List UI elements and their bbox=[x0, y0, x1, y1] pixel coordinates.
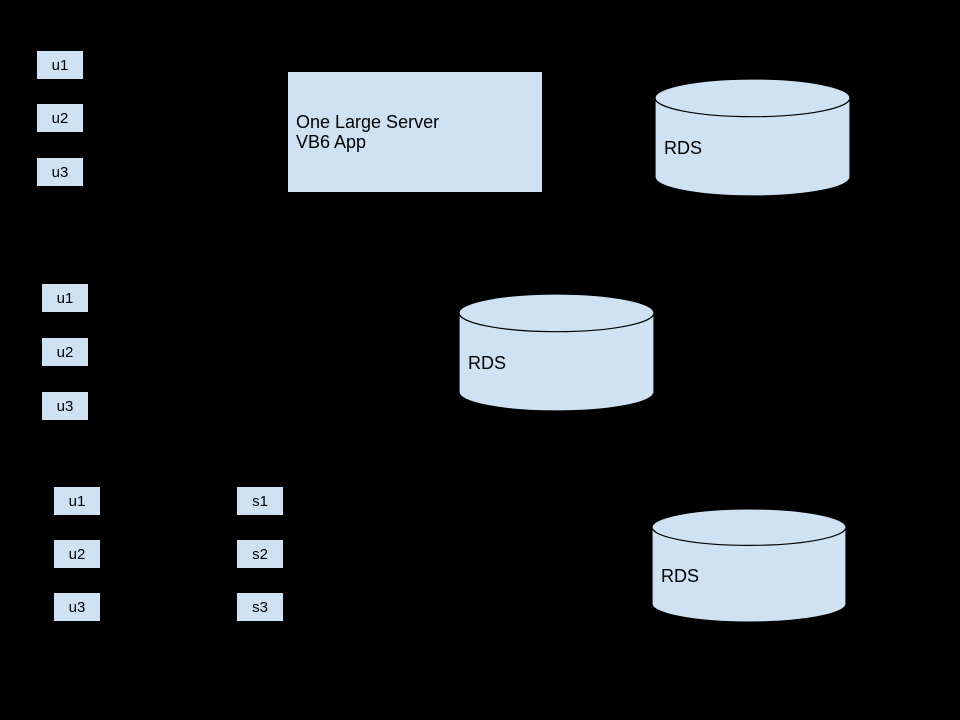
server-node-box: s3 bbox=[237, 593, 283, 621]
user-box: u2 bbox=[37, 104, 83, 132]
database-label: RDS bbox=[661, 565, 700, 586]
user-box: u3 bbox=[37, 158, 83, 186]
large-server-box: One Large Server VB6 App bbox=[288, 72, 542, 192]
user-box: u1 bbox=[54, 487, 100, 515]
database-label: RDS bbox=[468, 352, 507, 373]
database-cylinder: RDS bbox=[654, 78, 851, 197]
server-box-line1: One Large Server bbox=[296, 112, 440, 132]
server-box-line2: VB6 App bbox=[296, 132, 367, 152]
user-box: u2 bbox=[42, 338, 88, 366]
user-box: u1 bbox=[37, 51, 83, 79]
user-box: u3 bbox=[54, 593, 100, 621]
cylinder-shape-icon bbox=[458, 293, 655, 412]
cylinder-shape-icon bbox=[651, 508, 847, 623]
server-node-box: s2 bbox=[237, 540, 283, 568]
server-node-box: s1 bbox=[237, 487, 283, 515]
database-cylinder: RDS bbox=[458, 293, 655, 412]
database-cylinder: RDS bbox=[651, 508, 847, 623]
user-box: u2 bbox=[54, 540, 100, 568]
user-box: u3 bbox=[42, 392, 88, 420]
user-box: u1 bbox=[42, 284, 88, 312]
cylinder-shape-icon bbox=[654, 78, 851, 197]
database-label: RDS bbox=[664, 137, 703, 158]
